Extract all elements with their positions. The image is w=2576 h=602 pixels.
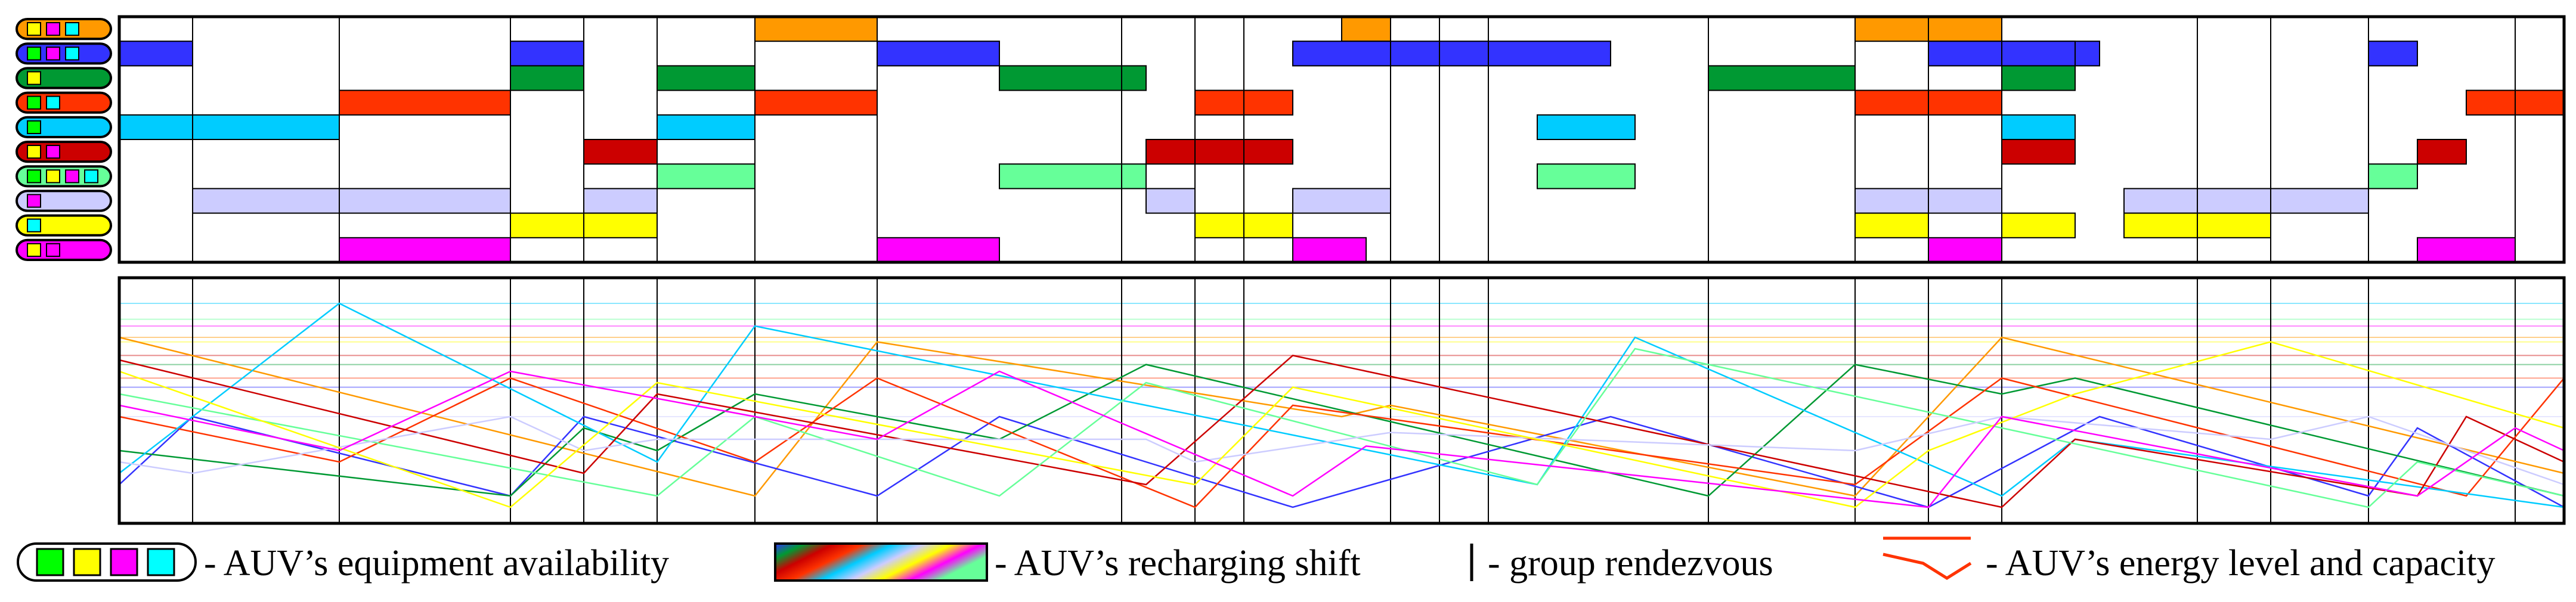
energy-level-line: [119, 341, 2565, 508]
recharge-shift-bar: [1708, 65, 1856, 91]
recharge-shift-bar: [754, 89, 878, 116]
recharge-shift-bar: [510, 212, 584, 238]
equipment-square: [65, 46, 79, 61]
equipment-square: [46, 46, 60, 61]
legend-equipment-square: [110, 548, 138, 576]
recharge-shift-bar: [754, 16, 878, 42]
equipment-square: [27, 243, 41, 257]
recharge-shift-bar: [2368, 163, 2418, 190]
equipment-square: [46, 145, 60, 159]
recharge-shift-bar: [192, 188, 511, 214]
recharge-shift-bar: [1145, 188, 1196, 214]
equipment-square: [27, 95, 41, 110]
equipment-square: [27, 218, 41, 232]
recharge-shift-bar: [583, 188, 658, 214]
recharge-shift-bar: [1537, 114, 1636, 141]
equipment-square: [65, 169, 79, 184]
energy-frame: [117, 276, 2566, 525]
recharge-shift-bar: [2001, 114, 2076, 141]
recharge-shift-bar: [2270, 188, 2369, 214]
equipment-square: [27, 145, 41, 159]
recharge-shift-bar: [1292, 41, 1391, 67]
recharge-shift-bar: [2001, 212, 2076, 238]
legend-recharge-gradient: [774, 542, 988, 582]
recharge-shift-bar: [119, 114, 340, 141]
recharge-shift-bar: [583, 139, 658, 165]
recharge-shift-bar: [1854, 212, 1929, 238]
recharge-shift-bar: [1537, 163, 1636, 190]
energy-level-line: [119, 355, 2565, 508]
legend-equipment-square: [73, 548, 101, 576]
recharge-gantt-chart: [117, 15, 2566, 264]
recharge-shift-bar: [877, 237, 1000, 263]
recharge-shift-bar: [583, 212, 658, 238]
recharge-shift-bar: [657, 114, 756, 141]
recharge-shift-bar: [877, 41, 1000, 67]
equipment-square: [27, 120, 41, 135]
recharge-shift-bar: [119, 41, 193, 67]
recharge-shift-bar: [1292, 237, 1367, 263]
recharge-shift-bar: [1488, 41, 1611, 67]
recharge-shift-bar: [2001, 41, 2076, 67]
recharge-shift-bar: [1145, 139, 1196, 165]
legend-energy-text: - AUV’s energy level and capacity: [1986, 543, 2496, 584]
recharge-shift-bar: [1292, 188, 1391, 214]
recharge-shift-bar: [339, 237, 511, 263]
energy-level-line: [119, 377, 2565, 508]
recharge-shift-bar: [657, 163, 756, 190]
recharge-shift-bar: [510, 41, 584, 67]
energy-level-line: [119, 336, 2565, 497]
equipment-square: [27, 46, 41, 61]
energy-level-line: [119, 415, 2565, 486]
equipment-square: [46, 95, 60, 110]
equipment-square: [65, 22, 79, 36]
energy-level-line: [119, 347, 2565, 508]
recharge-shift-bar: [339, 89, 511, 116]
energy-level-line: [119, 370, 2565, 508]
recharge-shift-bar: [2001, 65, 2076, 91]
recharge-shift-bar: [2417, 139, 2467, 165]
recharge-shift-bar: [2368, 41, 2418, 67]
equipment-square: [46, 169, 60, 184]
recharge-shift-bar: [2417, 237, 2516, 263]
recharge-shift-bar: [657, 65, 756, 91]
legend-gradient-bar: [774, 542, 988, 582]
equipment-square: [27, 194, 41, 208]
legend-energy-marker: [1883, 553, 1972, 580]
legend: - AUV’s equipment availability - AUV’s r…: [17, 536, 2496, 584]
recharge-shift-bar: [510, 65, 584, 91]
recharge-shift-bar: [999, 163, 1147, 190]
legend-equipment-text: - AUV’s equipment availability: [204, 543, 669, 584]
legend-rendezvous-text: - group rendezvous: [1488, 543, 1773, 584]
equipment-square: [27, 71, 41, 85]
equipment-square: [27, 169, 41, 184]
recharge-shift-bar: [1928, 237, 2002, 263]
equipment-square: [27, 22, 41, 36]
equipment-availability-column: [16, 18, 112, 261]
gantt-frame: [117, 15, 2566, 264]
recharge-shift-bar: [999, 65, 1147, 91]
equipment-square: [46, 22, 60, 36]
recharge-shift-bar: [2001, 139, 2076, 165]
equipment-square: [84, 169, 98, 184]
legend-equipment-sample: [17, 542, 197, 582]
energy-level-plot: [117, 276, 2566, 525]
recharge-shift-bar: [1341, 16, 1391, 42]
legend-equipment-square: [36, 548, 64, 576]
recharge-shift-bar: [1928, 41, 2002, 67]
legend-recharge-text: - AUV’s recharging shift: [995, 543, 1361, 584]
legend-equipment-square: [147, 548, 175, 576]
equipment-square: [46, 243, 60, 257]
energy-background: [119, 278, 2564, 523]
